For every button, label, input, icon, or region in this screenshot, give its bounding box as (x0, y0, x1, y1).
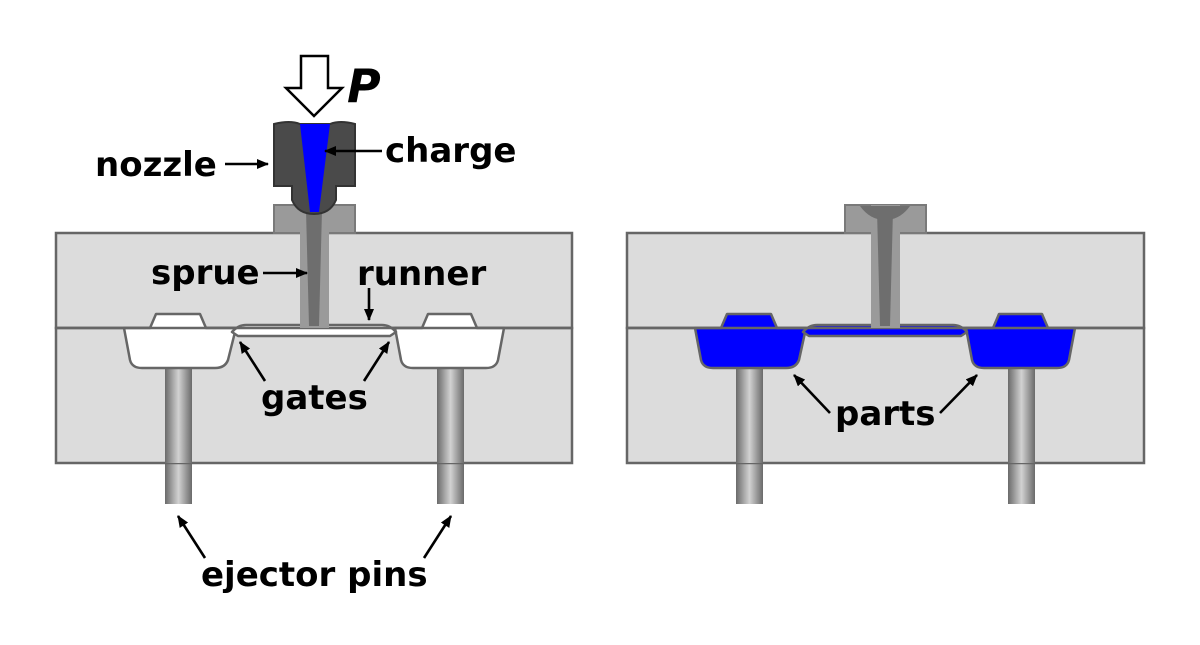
charge-plastic (300, 124, 330, 212)
arrow-ejector-2 (422, 515, 453, 559)
label-charge: charge (385, 131, 516, 171)
arrow-gate-2 (362, 341, 391, 382)
mold-left (54, 54, 574, 504)
label-sprue: sprue (151, 253, 260, 293)
arrow-part-1 (793, 374, 831, 414)
arrow-gate-1 (238, 341, 267, 382)
labels: P nozzle charge sprue runner gates eject… (95, 59, 936, 595)
sprue-channel-left (306, 210, 322, 326)
label-parts: parts (835, 394, 936, 434)
label-ejector-pins: ejector pins (201, 555, 428, 595)
label-pressure: P (347, 59, 381, 113)
ejector-pin-right-2-inner (1008, 362, 1035, 463)
sprue-seat-right (860, 206, 910, 220)
ejector-pin-right-1-inner (736, 362, 763, 463)
arrow-ejector-1 (176, 515, 207, 559)
label-nozzle: nozzle (95, 145, 217, 185)
sprue-channel-right (877, 210, 893, 326)
ejector-pin-left-2-inner (437, 362, 464, 463)
label-arrows (176, 146, 978, 559)
label-gates: gates (261, 378, 368, 418)
arrow-part-2 (939, 374, 978, 414)
ejector-pin-left-1-inner (165, 362, 192, 463)
pressure-arrow-icon (282, 54, 346, 118)
label-runner: runner (357, 254, 486, 294)
mold-right (625, 204, 1146, 504)
